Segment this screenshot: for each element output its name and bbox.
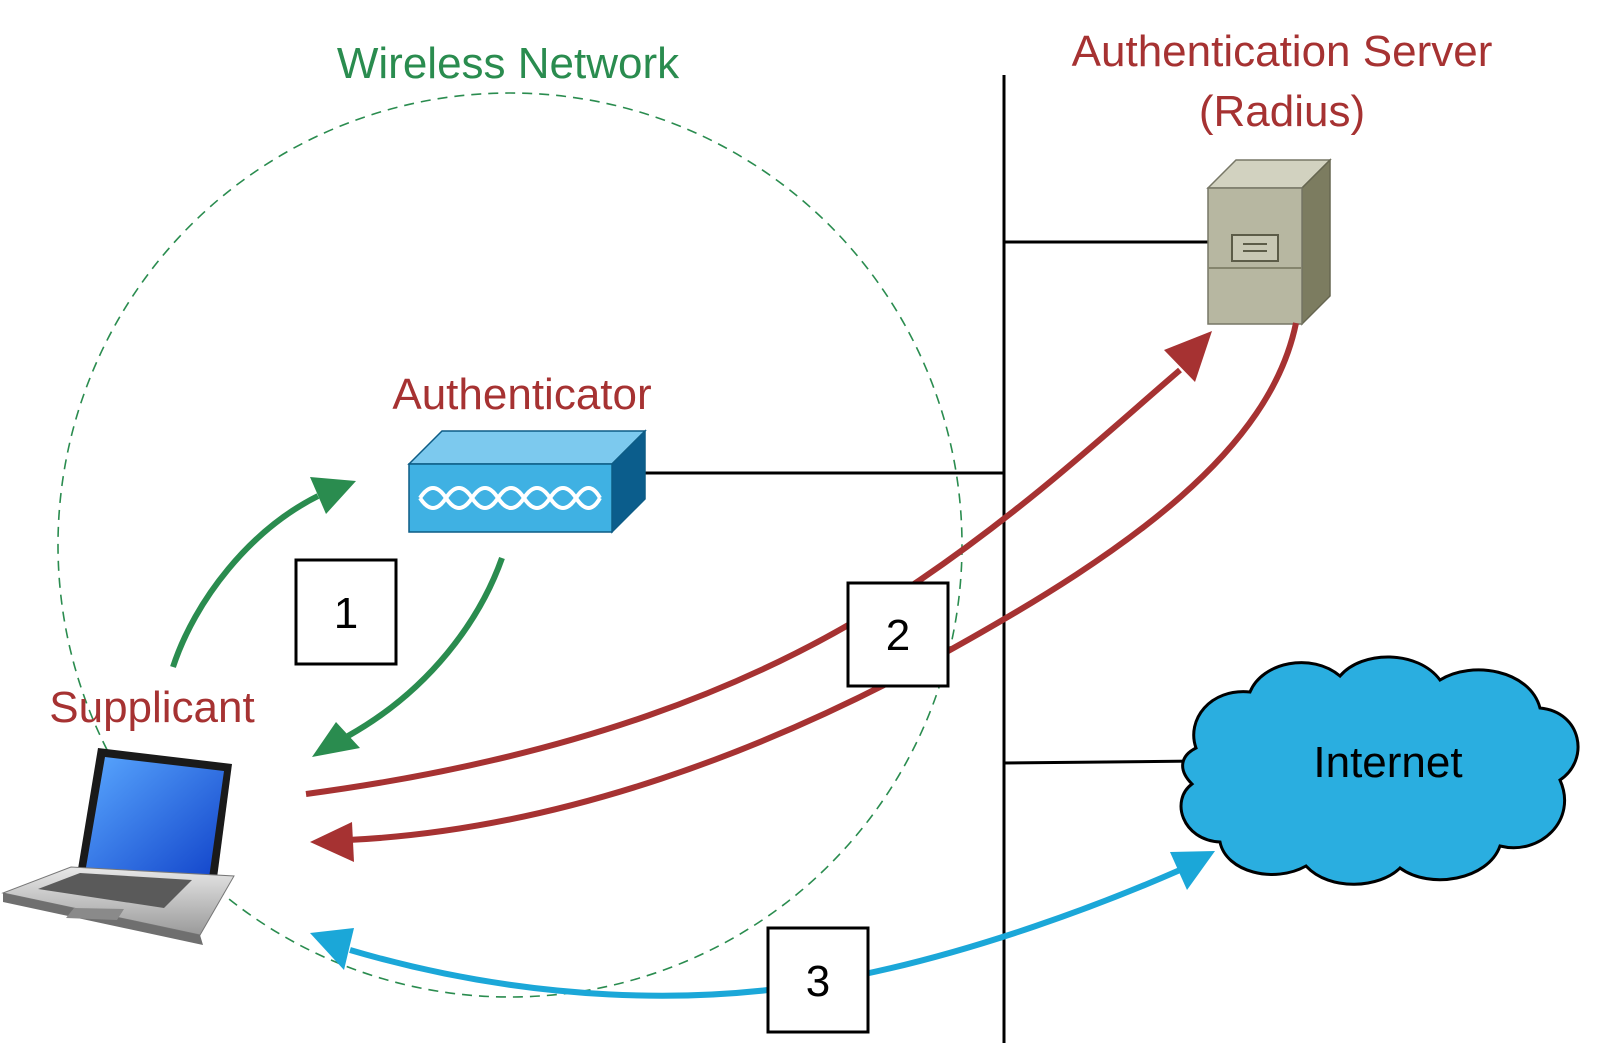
laptop-icon <box>1 748 235 945</box>
wireless-network-boundary <box>57 92 963 998</box>
authenticator-label: Authenticator <box>392 370 651 419</box>
server-icon <box>1206 158 1332 326</box>
supplicant-label: Supplicant <box>49 683 254 732</box>
step2-arrow-to-server <box>305 367 1182 797</box>
internet-link <box>1003 759 1201 765</box>
step1-arrowhead-up <box>310 477 356 514</box>
step1-arrowhead-down <box>312 722 360 757</box>
step1-arrow-to-authenticator <box>170 493 320 668</box>
step3-number: 3 <box>806 957 830 1006</box>
auth-server-label-line2: (Radius) <box>1199 87 1365 136</box>
step3-box: 3 <box>766 926 870 1034</box>
step3-arrowhead-internet <box>1170 851 1215 890</box>
cloud-icon <box>1179 655 1580 886</box>
step1-box: 1 <box>294 558 398 666</box>
wireless-network-label: Wireless Network <box>337 39 680 88</box>
step1-number: 1 <box>334 589 358 638</box>
auth-server-label-line1: Authentication Server <box>1072 27 1493 76</box>
step3-arrowhead-supplicant <box>310 928 354 970</box>
step2-box: 2 <box>846 581 950 688</box>
step3-arrow <box>349 867 1182 999</box>
internet-label: Internet <box>1313 738 1462 787</box>
step2-number: 2 <box>886 611 910 660</box>
step1-arrow-to-supplicant <box>346 556 505 739</box>
step2-arrowhead-server <box>1164 331 1212 382</box>
step2-arrowhead-supplicant <box>310 822 354 862</box>
access-point-icon <box>407 429 647 534</box>
